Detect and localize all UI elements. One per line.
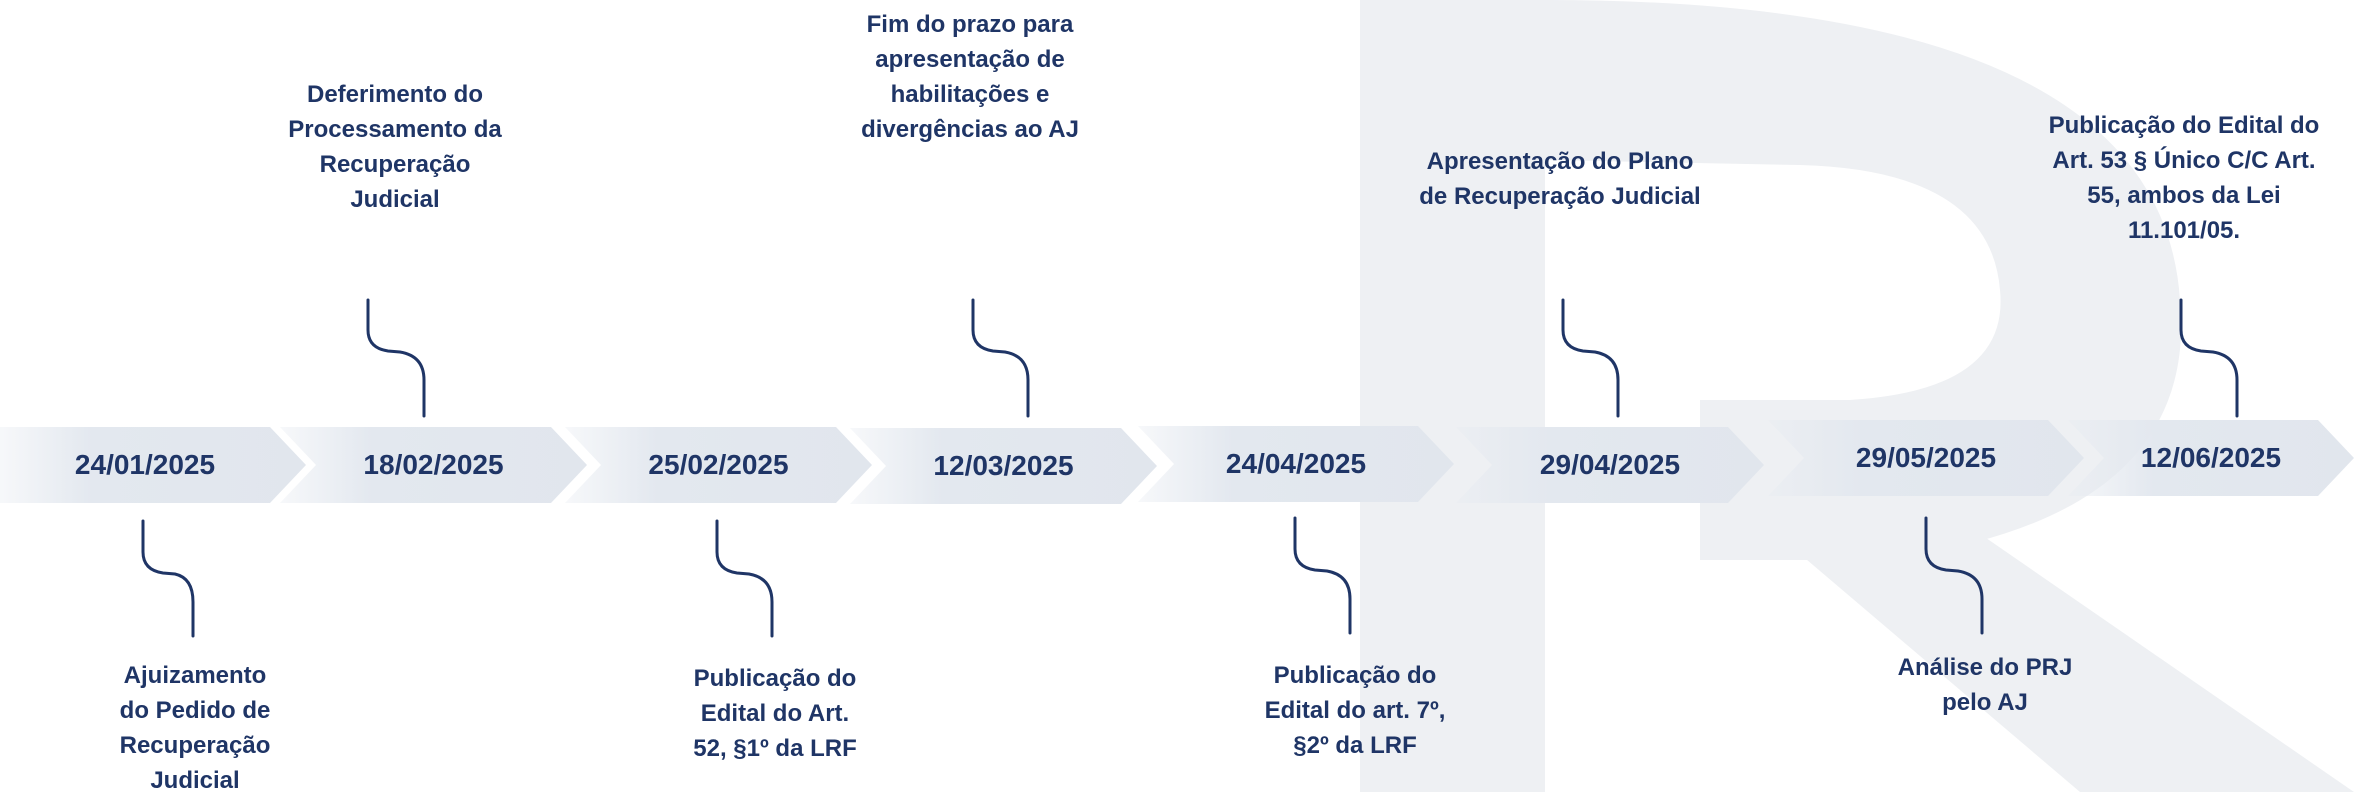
timeline-step-3: 25/02/2025 (565, 427, 872, 503)
date-label: 25/02/2025 (648, 449, 789, 480)
event-label-edital-art52: Publicação do Edital do Art. 52, §1º da … (693, 665, 857, 762)
timeline-step-2: 18/02/2025 (280, 427, 587, 503)
event-label-analise-prj: Análise do PRJ pelo AJ (1897, 654, 2073, 716)
event-label-deferimento: Deferimento do Processamento da Recupera… (288, 81, 502, 213)
date-label: 18/02/2025 (363, 449, 504, 480)
timeline-step-1: 24/01/2025 (0, 427, 306, 503)
date-label: 12/03/2025 (933, 450, 1074, 481)
date-label: 29/05/2025 (1855, 442, 1997, 473)
date-label: 24/04/2025 (1225, 448, 1367, 479)
date-label: 24/01/2025 (74, 449, 216, 480)
event-label-edital-art7: Publicação do Edital do art. 7º, §2º da … (1264, 662, 1446, 759)
timeline-step-7: 29/05/2025 (1768, 420, 2084, 496)
timeline-step-4: 12/03/2025 (850, 428, 1157, 504)
date-label: 29/04/2025 (1539, 449, 1681, 480)
timeline-step-8: 12/06/2025 (2068, 420, 2354, 496)
event-label-fim-prazo: Fim do prazo para apresentação de habili… (861, 11, 1079, 143)
event-label-ajuizamento: Ajuizamento do Pedido de Recuperação Jud… (119, 662, 271, 794)
timeline-step-5: 24/04/2025 (1138, 426, 1454, 502)
event-label-edital-art53: Publicação do Edital do Art. 53 § Único … (2048, 112, 2320, 244)
date-label: 12/06/2025 (2140, 442, 2282, 473)
event-label-plano: Apresentação do Plano de Recuperação Jud… (1419, 148, 1701, 210)
timeline-step-6: 29/04/2025 (1456, 427, 1764, 503)
